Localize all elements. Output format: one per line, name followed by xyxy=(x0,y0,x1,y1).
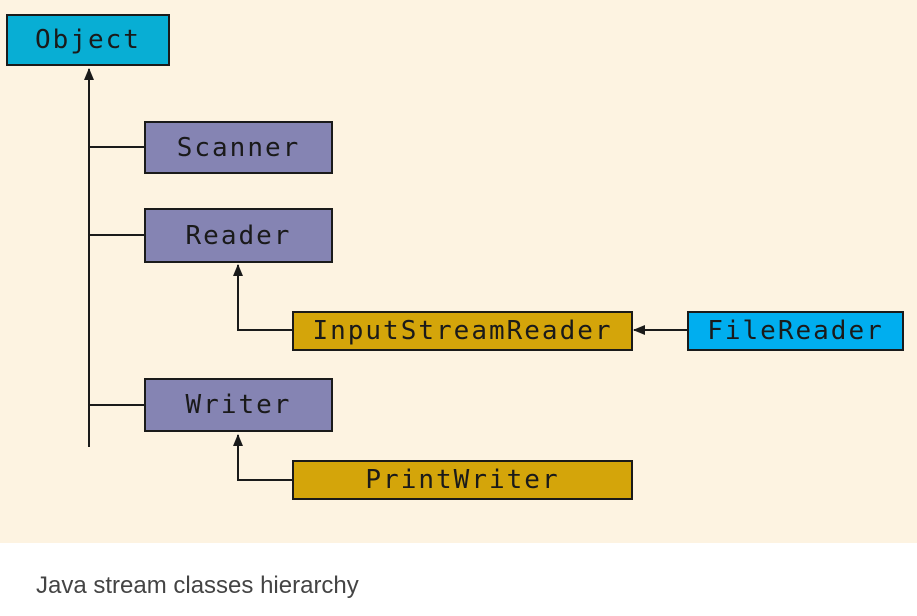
node-scanner: Scanner xyxy=(144,121,333,174)
node-inputstreamreader-label: InputStreamReader xyxy=(312,316,613,346)
node-reader-label: Reader xyxy=(185,220,292,251)
node-writer: Writer xyxy=(144,378,333,432)
node-writer-label: Writer xyxy=(185,390,292,420)
edge-printwriter-writer xyxy=(233,434,292,481)
diagram-panel: Object Scanner Reader InputStreamReader … xyxy=(0,0,917,543)
edge-inputstreamreader-reader xyxy=(233,264,292,331)
node-inputstreamreader: InputStreamReader xyxy=(292,311,633,351)
node-object-label: Object xyxy=(35,25,141,55)
node-object: Object xyxy=(6,14,170,66)
node-printwriter-label: PrintWriter xyxy=(365,465,560,495)
node-filereader-label: FileReader xyxy=(707,316,884,346)
connector-lines xyxy=(84,68,687,481)
node-printwriter: PrintWriter xyxy=(292,460,633,500)
node-reader: Reader xyxy=(144,208,333,263)
figure-caption: Java stream classes hierarchy xyxy=(36,572,359,599)
node-filereader: FileReader xyxy=(687,311,904,351)
node-scanner-label: Scanner xyxy=(176,132,301,163)
